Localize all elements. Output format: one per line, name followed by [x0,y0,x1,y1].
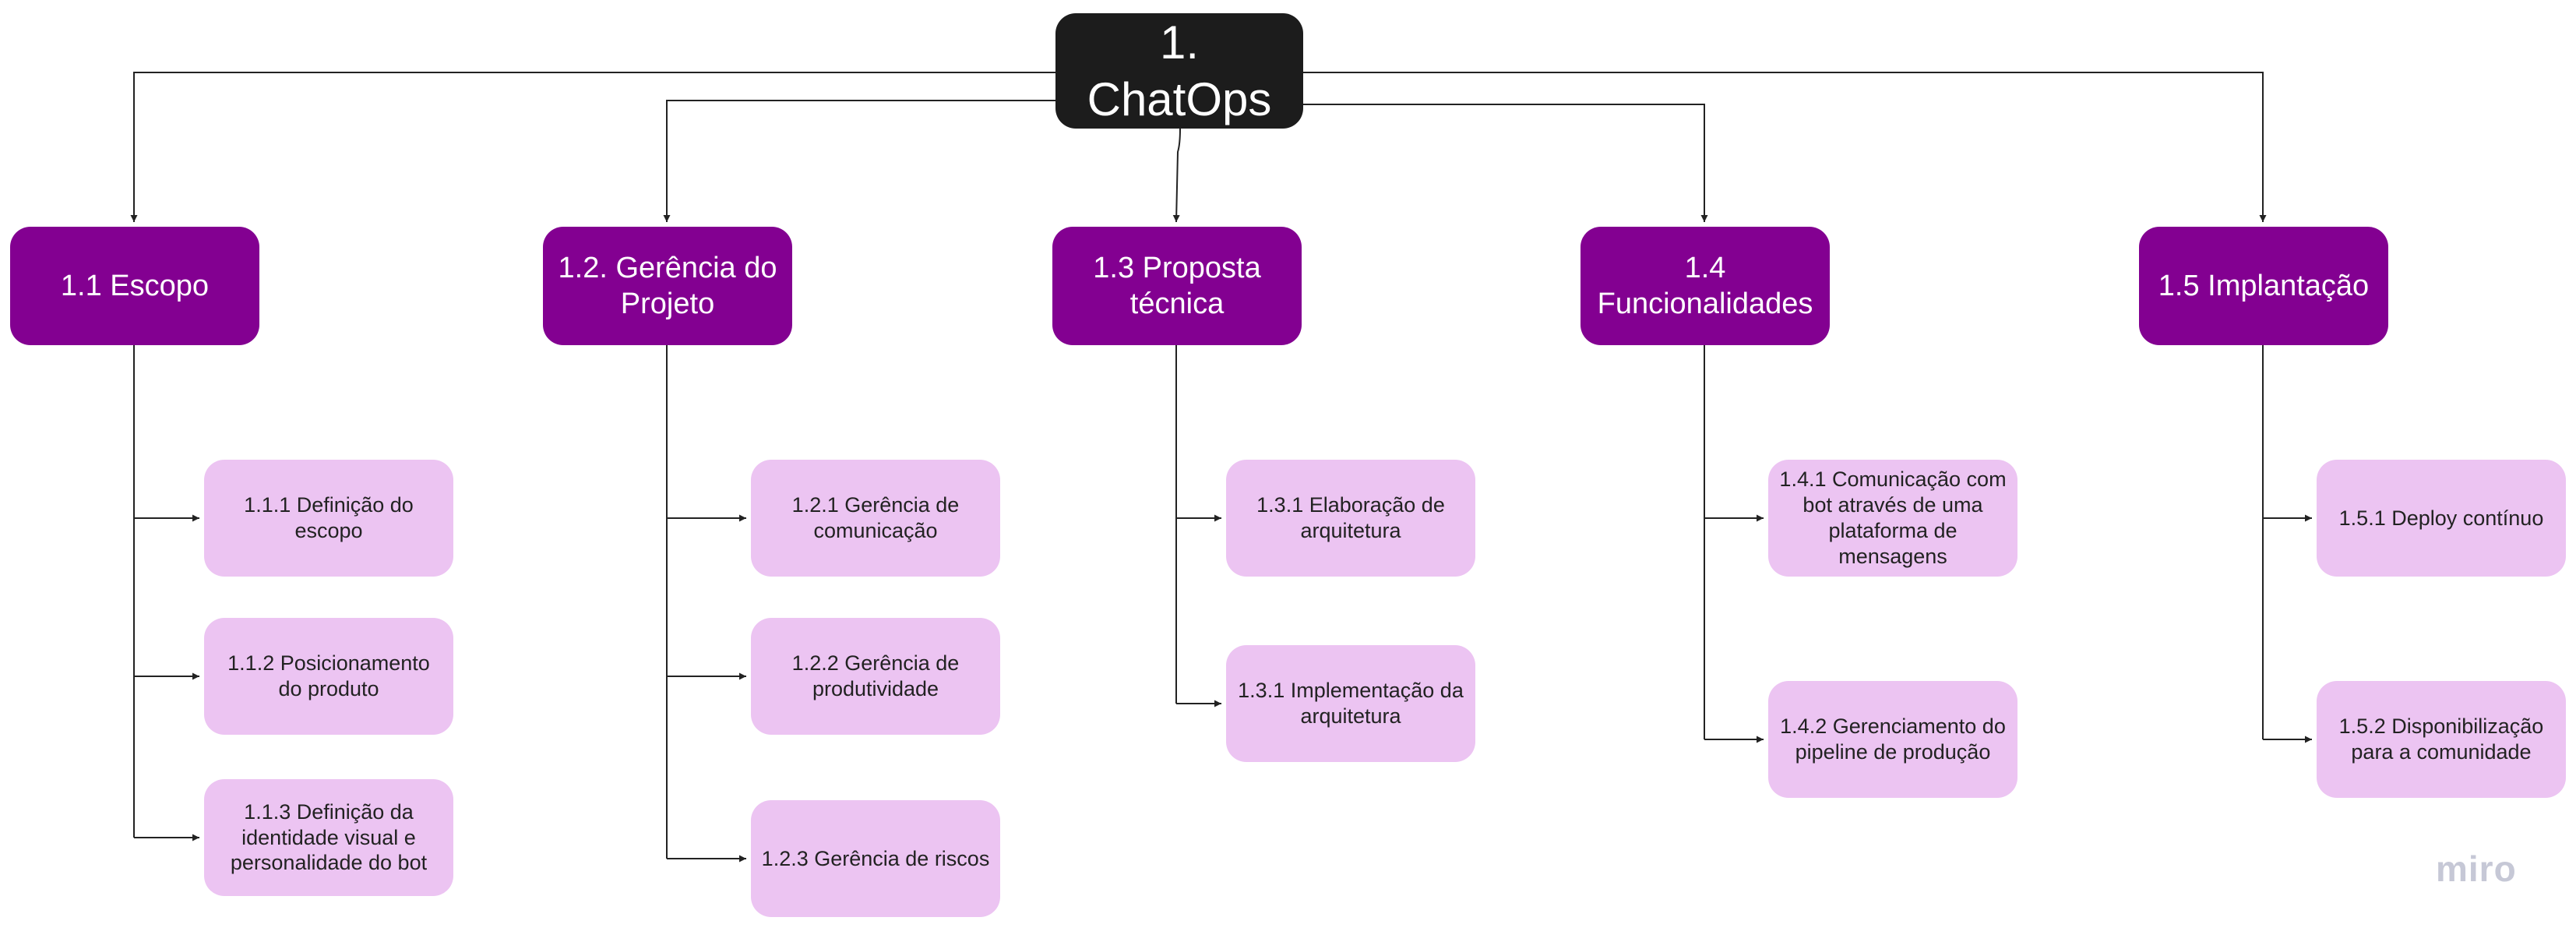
leaf-label: 1.4.2 Gerenciamento do pipeline de produ… [1780,714,2006,764]
leaf-node-1-1-3[interactable]: 1.1.3 Definição da identidade visual e p… [204,779,453,896]
connector-root-to-1-4 [1303,104,1708,222]
branch-node-escopo[interactable]: 1.1 Escopo [10,227,259,345]
leaf-label: 1.5.2 Disponibilização para a comunidade [2338,714,2544,764]
leaf-label: 1.3.1 Elaboração de arquitetura [1256,493,1445,542]
connector-root-to-1-1 [130,72,1055,222]
leaf-label: 1.1.2 Posicionamento do produto [227,651,430,700]
branch-node-funcionalidades[interactable]: 1.4 Funcionalidades [1580,227,1830,345]
leaf-node-1-3-2[interactable]: 1.3.1 Implementação da arquitetura [1226,645,1475,762]
branch-node-implantacao[interactable]: 1.5 Implantação [2139,227,2388,345]
leaf-label: 1.1.1 Definição do escopo [244,493,414,542]
root-node[interactable]: 1. ChatOps [1055,13,1303,129]
connector-root-to-1-5 [1303,72,2267,222]
leaf-node-1-2-1[interactable]: 1.2.1 Gerência de comunicação [751,460,1000,577]
leaf-node-1-1-2[interactable]: 1.1.2 Posicionamento do produto [204,618,453,735]
connector-root-to-1-2 [663,100,1055,222]
leaf-node-1-3-1[interactable]: 1.3.1 Elaboração de arquitetura [1226,460,1475,577]
leaf-node-1-5-2[interactable]: 1.5.2 Disponibilização para a comunidade [2317,681,2566,798]
branch-node-gerencia-projeto[interactable]: 1.2. Gerência do Projeto [543,227,792,345]
miro-watermark-logo: miro [2436,849,2517,889]
leaf-node-1-5-1[interactable]: 1.5.1 Deploy contínuo [2317,460,2566,577]
leaf-node-1-2-2[interactable]: 1.2.2 Gerência de produtividade [751,618,1000,735]
connector-root-to-1-3 [1172,128,1181,223]
leaf-label: 1.5.1 Deploy contínuo [2338,506,2544,530]
leaf-node-1-2-3[interactable]: 1.2.3 Gerência de riscos [751,800,1000,917]
root-label: 1. ChatOps [1087,16,1272,125]
branch-label: 1.1 Escopo [60,269,210,302]
leaf-label: 1.4.1 Comunicação com bot através de uma… [1779,467,2007,568]
leaf-label: 1.2.1 Gerência de comunicação [791,493,960,542]
leaf-label: 1.3.1 Implementação da arquitetura [1238,679,1464,728]
leaf-label: 1.1.3 Definição da identidade visual e p… [230,799,428,875]
branch-node-proposta-tecnica[interactable]: 1.3 Proposta técnica [1052,227,1302,345]
leaf-node-1-1-1[interactable]: 1.1.1 Definição do escopo [204,460,453,577]
leaf-label: 1.2.2 Gerência de produtividade [791,651,960,700]
leaf-node-1-4-2[interactable]: 1.4.2 Gerenciamento do pipeline de produ… [1768,681,2017,798]
branch-label: 1.3 Proposta técnica [1093,251,1261,320]
branch-label: 1.2. Gerência do Projeto [558,251,777,320]
branch-label: 1.5 Implantação [2158,269,2370,302]
leaf-label: 1.2.3 Gerência de riscos [761,846,990,870]
branch-label: 1.4 Funcionalidades [1597,251,1813,320]
leaf-node-1-4-1[interactable]: 1.4.1 Comunicação com bot através de uma… [1768,460,2017,577]
